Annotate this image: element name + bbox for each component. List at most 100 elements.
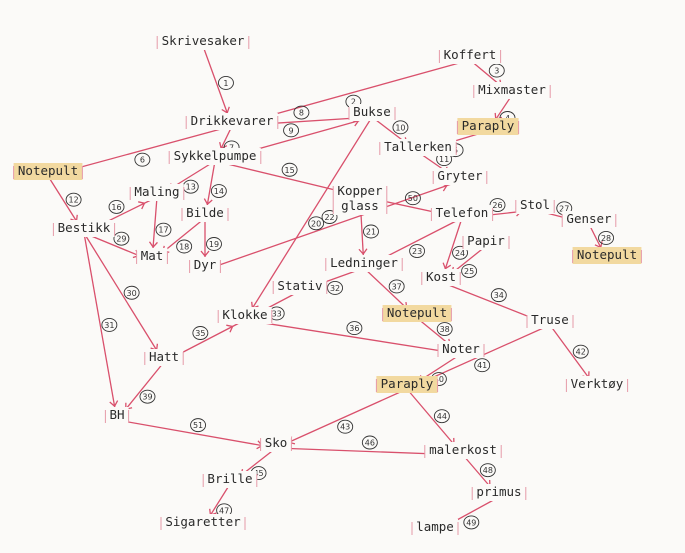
node-highlight: [13, 163, 83, 180]
node-label: malerkost: [429, 442, 497, 457]
node-background: [515, 197, 555, 214]
edge-number: 29: [116, 235, 126, 244]
edge-arrowhead: [358, 248, 368, 256]
edge-arrowhead: [442, 262, 452, 270]
node-label: Drikkevarer: [191, 113, 274, 128]
edge-number: 49: [466, 518, 476, 527]
edge-number: 35: [195, 329, 205, 338]
edge-bestikk-hatt: [83, 232, 165, 363]
node-label: Mixmaster: [478, 82, 546, 97]
edge-number-circle: [139, 389, 156, 404]
edge-number-circle: [206, 237, 222, 251]
node-background: [144, 349, 184, 366]
node-background: [566, 376, 628, 393]
edge-number: 15: [285, 166, 295, 175]
edge-number-circle: [65, 192, 82, 207]
edge-number: 44: [437, 412, 447, 421]
edge-number-circle: [452, 245, 469, 260]
edge-number-circle: [155, 222, 172, 237]
edge-number-circle: [308, 216, 325, 231]
edge-number-circle: [190, 418, 207, 433]
edge-number-circle: [490, 288, 507, 303]
node-skrivesaker: Skrivesaker: [156, 33, 250, 50]
edge-klokke-noter: [244, 319, 462, 355]
node-label: Noter: [442, 341, 480, 356]
node-paraply2: Paraply: [375, 376, 439, 393]
node-truse: Truse: [526, 312, 574, 329]
node-label: lampe: [416, 519, 454, 534]
edge-number-circle: [210, 184, 227, 199]
edge-number-circle: [409, 244, 426, 258]
edge-number-circle: [479, 463, 496, 478]
edge-number-circle: [108, 199, 125, 214]
node-gryter: Gryter: [432, 168, 488, 185]
edge-number-circle: [281, 162, 298, 177]
node-label: Bestikk: [58, 220, 111, 235]
edge-number: 27: [559, 204, 569, 213]
node-brille: Brille: [202, 471, 258, 488]
node-sko: Sko: [260, 435, 292, 452]
edge-number: 11: [439, 155, 449, 164]
edge-number-circle: [113, 231, 130, 246]
node-background: [438, 341, 484, 358]
edge-number: 34: [494, 291, 504, 300]
edge-number-circle: [436, 322, 453, 336]
node-label: Papir: [467, 233, 505, 248]
node-bh: BH: [104, 407, 130, 424]
node-background: [463, 233, 509, 250]
node-ledninger: Ledninger: [325, 255, 403, 272]
node-bestikk: Bestikk: [52, 220, 116, 237]
node-label: Dyr: [194, 257, 217, 272]
edge-number: 51: [193, 421, 203, 430]
node-stativ: Stativ: [272, 278, 328, 295]
node-background: [379, 139, 457, 156]
node-dyr: Dyr: [189, 257, 221, 274]
node-background: [169, 148, 261, 165]
edge-number: 36: [349, 324, 359, 333]
edge-number-circle: [598, 231, 614, 245]
node-background: [412, 519, 458, 536]
edge-number-circle: [572, 344, 589, 359]
edge-number: 9: [289, 126, 294, 135]
edge-arrowhead: [203, 198, 213, 206]
edge-number-circle: [392, 120, 409, 135]
edge-number-circle: [283, 123, 300, 138]
edge-arrowhead: [109, 400, 119, 408]
node-label: Klokke: [222, 307, 267, 322]
node-lampe: lampe: [411, 519, 459, 536]
node-label: Tallerken: [384, 139, 452, 154]
edge-number: 39: [142, 393, 152, 402]
edge-number-circle: [123, 285, 140, 300]
node-label: Verktøy: [571, 376, 624, 391]
edge-number-circle: [218, 75, 234, 90]
node-tallerken: Tallerken: [379, 139, 457, 156]
node-label: Paraply: [381, 376, 434, 391]
edge-bestikk-bh: [83, 232, 118, 421]
edge-number: 22: [324, 213, 334, 222]
node-label: Truse: [531, 312, 569, 327]
node-background: [439, 47, 501, 64]
edge-number: 6: [140, 156, 145, 165]
edge-number: 28: [601, 234, 611, 243]
node-background: [424, 442, 502, 459]
node-background: [182, 205, 228, 222]
node-background: [203, 471, 257, 488]
node-koffert: Koffert: [438, 47, 502, 64]
node-label: Notepult: [18, 163, 78, 178]
edge-number: 25: [464, 267, 474, 276]
node-mixmaster: Mixmaster: [473, 82, 551, 99]
node-background: [189, 257, 221, 274]
node-notepult3: Notepult: [382, 305, 452, 322]
edge-number: 37: [392, 282, 402, 291]
node-label: Notepult: [577, 247, 637, 262]
node-highlight: [382, 305, 452, 322]
node-sigaretter: Sigaretter: [160, 514, 246, 531]
node-background: [186, 113, 278, 130]
edge-number: 19: [209, 240, 219, 249]
node-label: Mat: [141, 248, 164, 263]
edge-number: 31: [104, 321, 114, 330]
edge-arrowhead: [226, 324, 234, 333]
edge-number: 48: [483, 466, 493, 475]
